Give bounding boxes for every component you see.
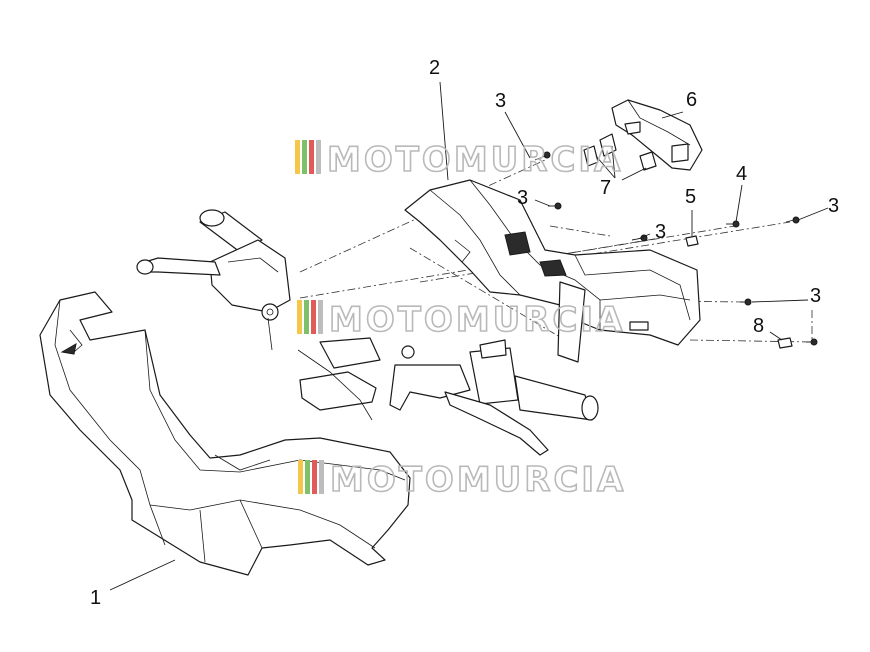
callout-3: 3	[517, 187, 528, 209]
callout-3: 3	[655, 221, 666, 243]
callout-6: 6	[686, 89, 697, 111]
assembly-line	[409, 247, 566, 341]
callout-leaders	[109, 81, 829, 591]
watermark-text: MOTOMURCIA	[327, 140, 623, 180]
callout-1: 1	[90, 587, 101, 609]
screw	[534, 151, 551, 161]
watermark-text: MOTOMURCIA	[330, 460, 626, 500]
callout-5: 5	[685, 186, 696, 208]
handlebar-rear-cover	[404, 179, 701, 363]
watermark: MOTOMURCIA	[298, 459, 626, 501]
bushing	[583, 145, 599, 167]
callout-2: 2	[429, 57, 440, 79]
clip	[777, 337, 793, 349]
clip-nut	[685, 235, 699, 247]
screw	[548, 202, 562, 210]
assembly-line	[549, 225, 611, 237]
bushing	[639, 151, 657, 171]
watermark: MOTOMURCIA	[295, 139, 623, 181]
callout-7: 7	[600, 177, 611, 199]
callout-8: 8	[753, 315, 764, 337]
watermark: MOTOMURCIA	[297, 299, 625, 341]
screws	[534, 151, 818, 346]
screw	[806, 338, 818, 346]
callout-3: 3	[828, 195, 839, 217]
instrument-cover	[611, 99, 703, 171]
watermark-text: MOTOMURCIA	[329, 300, 625, 340]
handlebar-front-cover	[39, 291, 411, 576]
callout-3: 3	[810, 285, 821, 307]
assembly-line	[689, 339, 813, 343]
screw	[740, 298, 752, 306]
assembly-line	[539, 225, 736, 259]
callout-4: 4	[736, 163, 747, 185]
assembly-line	[419, 221, 791, 283]
left-lever-assembly	[136, 209, 291, 351]
callout-labels: 1 2 3 3 3 3 3 4 5 6 7 8	[90, 57, 839, 609]
right-lever-assembly	[297, 337, 599, 456]
callout-3: 3	[495, 90, 506, 112]
